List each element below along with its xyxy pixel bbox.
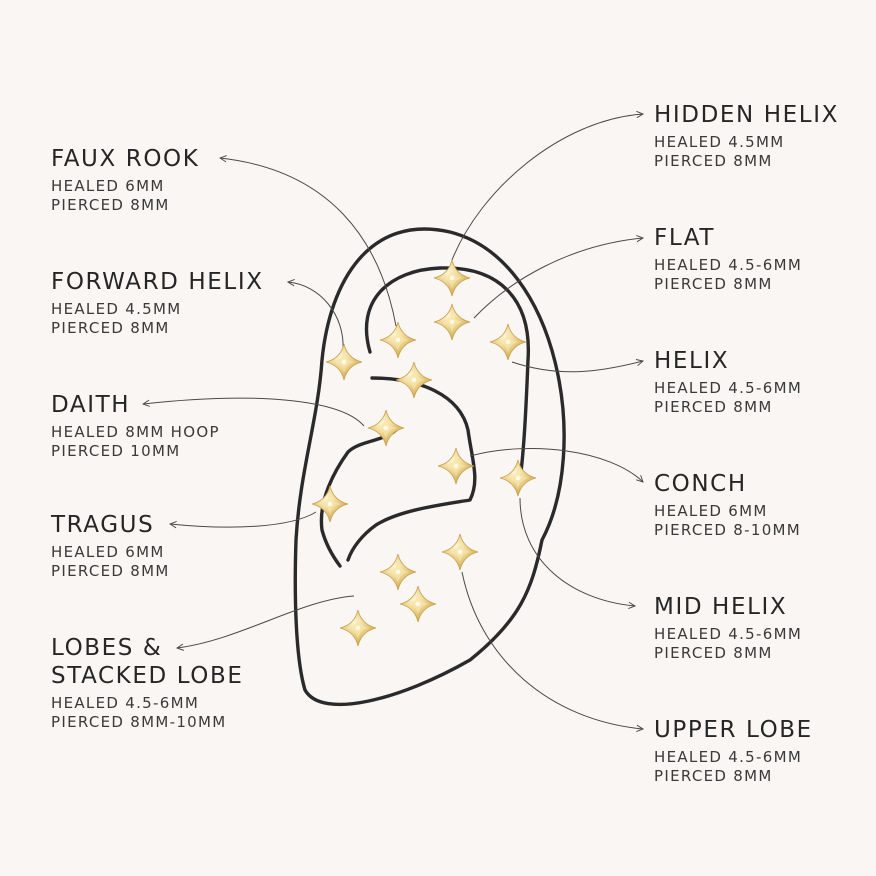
label-title: FLAT [654,225,715,251]
leader-tragus [170,511,317,527]
label-faux-rook: FAUX ROOK HEALED 6MM PIERCED 8MM [51,145,199,215]
label-title: LOBES & STACKED LOBE [51,635,244,689]
label-forward-helix: FORWARD HELIX HEALED 4.5MM PIERCED 8MM [51,268,264,338]
stud-conch-icon [437,447,475,485]
stud-upper-lobe-icon [441,533,479,571]
leader-helix [511,361,643,373]
label-title: FORWARD HELIX [51,269,264,295]
stud-lobe-1-icon [379,553,417,591]
leader-flat [473,238,643,319]
stud-hidden-helix-icon [433,259,471,297]
ear-helix-fold [364,266,530,482]
label-helix: HELIX HEALED 4.5-6MM PIERCED 8MM [654,347,802,417]
label-daith: DAITH HEALED 8MM HOOP PIERCED 10MM [51,391,220,461]
label-title: TRAGUS [51,512,155,538]
stud-lobe-3-icon [339,609,377,647]
label-pierced: PIERCED 8MM [51,562,170,580]
leader-hidden-helix [451,114,643,261]
label-pierced: PIERCED 8MM-10MM [51,713,227,731]
leader-lines [143,114,643,729]
label-healed: HEALED 6MM [51,543,165,561]
label-healed: HEALED 4.5-6MM [51,694,200,712]
stud-forward-helix-icon [325,343,363,381]
label-tragus: TRAGUS HEALED 6MM PIERCED 8MM [51,511,170,581]
label-pierced: PIERCED 8-10MM [654,521,802,539]
label-pierced: PIERCED 10MM [51,442,181,460]
label-healed: HEALED 4.5MM [654,133,785,151]
label-title: FAUX ROOK [51,146,200,172]
ear-outline [293,227,566,707]
label-healed: HEALED 4.5-6MM [654,748,803,766]
label-title: MID HELIX [654,594,788,620]
label-pierced: PIERCED 8MM [654,767,773,785]
stud-rook-icon [395,361,433,399]
label-title: HELIX [654,348,730,374]
ear-outer-rim [293,227,566,707]
label-healed: HEALED 4.5MM [51,300,182,318]
label-healed: HEALED 8MM HOOP [51,423,220,441]
label-title: HIDDEN HELIX [654,102,839,128]
stud-tragus-icon [311,485,349,523]
ear-concha-curve [319,426,400,568]
label-flat: FLAT HEALED 4.5-6MM PIERCED 8MM [654,224,802,294]
leader-forward-helix [288,282,344,351]
leader-mid-helix [519,497,635,606]
label-healed: HEALED 6MM [654,502,768,520]
label-pierced: PIERCED 8MM [654,398,773,416]
stud-helix-icon [489,323,527,361]
label-hidden-helix: HIDDEN HELIX HEALED 4.5MM PIERCED 8MM [654,101,839,171]
label-healed: HEALED 6MM [51,177,165,195]
label-pierced: PIERCED 8MM [654,152,773,170]
label-healed: HEALED 4.5-6MM [654,256,803,274]
label-pierced: PIERCED 8MM [654,644,773,662]
label-healed: HEALED 4.5-6MM [654,379,803,397]
label-title: UPPER LOBE [654,717,813,743]
stud-lobe-2-icon [399,585,437,623]
stud-faux-rook-icon [379,321,417,359]
leader-faux-rook [220,158,397,327]
label-lobes: LOBES & STACKED LOBE HEALED 4.5-6MM PIER… [51,634,244,732]
leader-daith [143,397,365,427]
stud-mid-helix-icon [499,459,537,497]
leader-lobes [177,595,355,648]
label-upper-lobe: UPPER LOBE HEALED 4.5-6MM PIERCED 8MM [654,716,813,786]
label-mid-helix: MID HELIX HEALED 4.5-6MM PIERCED 8MM [654,593,802,663]
label-title: CONCH [654,471,747,497]
leader-upper-lobe [461,571,643,729]
stud-flat-icon [433,303,471,341]
label-pierced: PIERCED 8MM [51,319,170,337]
ear-antihelix [346,376,477,562]
leader-conch [469,448,643,482]
label-healed: HEALED 4.5-6MM [654,625,803,643]
label-title: DAITH [51,392,131,418]
label-pierced: PIERCED 8MM [51,196,170,214]
label-conch: CONCH HEALED 6MM PIERCED 8-10MM [654,470,801,540]
label-pierced: PIERCED 8MM [654,275,773,293]
